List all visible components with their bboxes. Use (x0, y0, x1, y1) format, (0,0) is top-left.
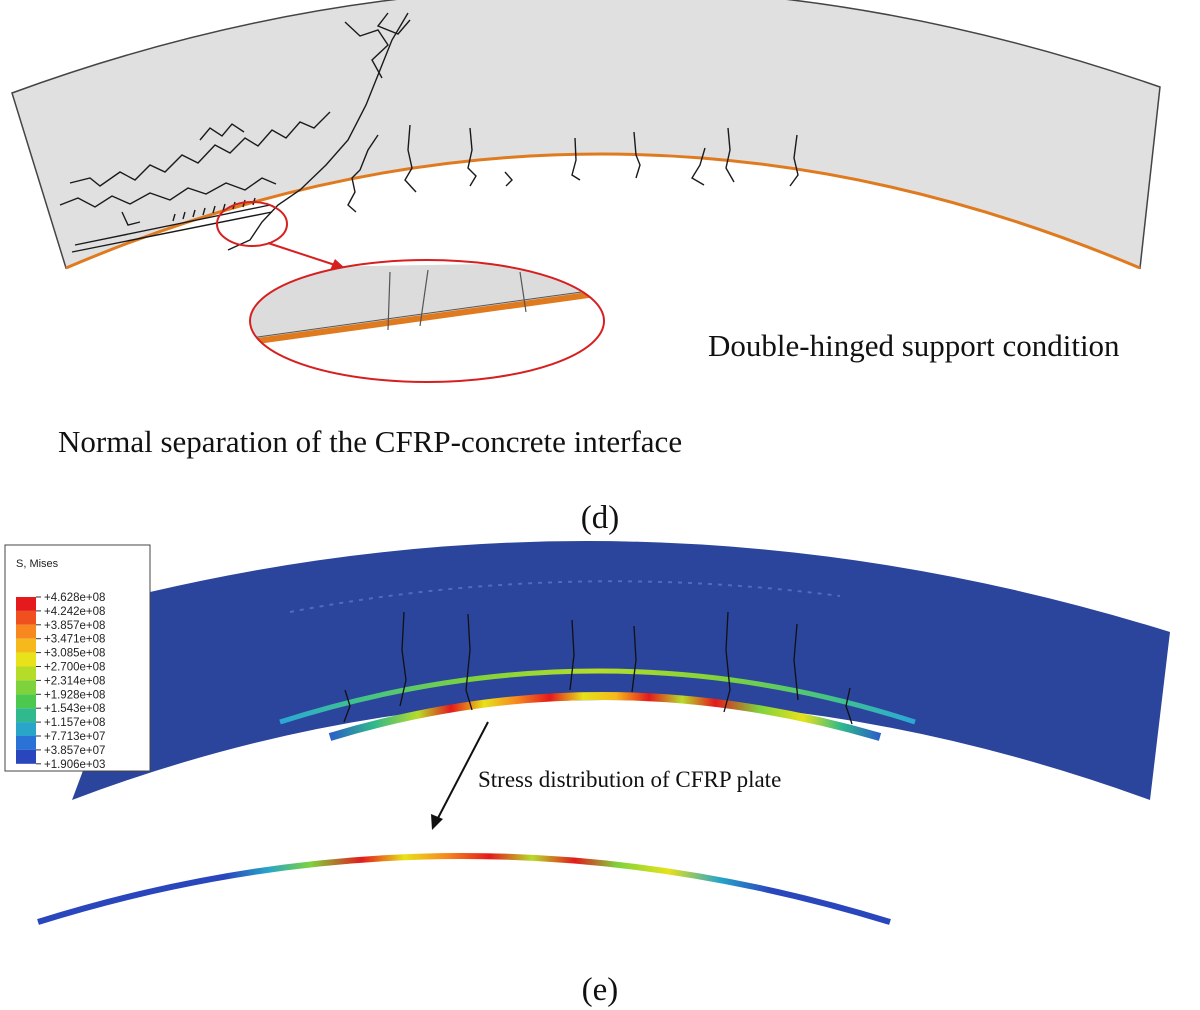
flexural-crack-e-8 (845, 687, 853, 725)
legend-swatch (16, 722, 36, 736)
legend-level-label: +1.157e+08 (44, 717, 105, 729)
legend-level-label: +2.700e+08 (44, 662, 105, 674)
support-condition-label: Double-hinged support condition (708, 328, 1120, 363)
inset-cfrp-plate (250, 289, 604, 345)
zoom-inset (250, 260, 604, 382)
debonding-band-upper (74, 204, 271, 246)
plate-extract-arrow-line (437, 721, 489, 819)
legend-swatch (16, 652, 36, 667)
legend-swatch (16, 610, 36, 625)
debond-highlight-circle (216, 201, 288, 247)
legend-swatch (16, 624, 36, 639)
concrete-beam-d (11, 0, 1161, 270)
stress-legend: S, Mises +4.628e+08+4.242e+08+3.857e+08+… (4, 544, 151, 772)
flexural-crack-4 (571, 137, 581, 181)
legend-level-label: +3.085e+08 (44, 648, 105, 660)
flexural-crack-e-6 (793, 623, 799, 701)
short-crack-near-support (121, 211, 141, 226)
legend-title: S, Mises (16, 558, 59, 570)
flexural-crack-e-3 (569, 619, 575, 691)
legend-labels: +4.628e+08 +4.242e+08 +3.857e+08 +3.471e+08… (36, 592, 105, 771)
flexural-crack-e-7 (343, 689, 351, 723)
legend-level-label: +4.242e+08 (44, 606, 105, 618)
rebar-stress-band (279, 668, 916, 725)
interface-separation-label: Normal separation of the CFRP-concrete i… (58, 424, 682, 459)
flexural-crack-6 (691, 147, 706, 186)
legend-level-label: +3.857e+08 (44, 620, 105, 632)
flexural-crack-9 (504, 171, 513, 187)
zoom-arrow-line (267, 242, 336, 266)
legend-level-label: +4.628e+08 (44, 592, 105, 604)
legend-swatch (16, 680, 36, 695)
zigzag-crack-upper (69, 111, 331, 187)
panel-d-label: (d) (581, 500, 619, 536)
upper-crack-branch (344, 21, 389, 79)
legend-swatch (16, 749, 36, 764)
legend-swatch (16, 638, 36, 653)
zigzag-crack-detail (199, 123, 245, 141)
legend-swatches (16, 597, 36, 764)
flexural-crack-8 (789, 134, 799, 187)
flexural-crack-1 (347, 134, 379, 213)
flexural-crack-e-2 (465, 613, 473, 711)
zoom-inset-border (249, 259, 605, 383)
panel-e: S, Mises +4.628e+08+4.242e+08+3.857e+08+… (4, 541, 1170, 1008)
legend-swatch (16, 694, 36, 709)
legend-swatch (16, 736, 36, 750)
legend-level-label: +7.713e+07 (44, 731, 105, 743)
lower-crack-branch (376, 12, 411, 35)
legend-swatch (16, 708, 36, 723)
legend-level-label: +2.314e+08 (44, 675, 105, 687)
zigzag-crack-lower (59, 177, 277, 208)
flexural-crack-e-4 (631, 625, 637, 693)
legend-level-label: +3.471e+08 (44, 634, 105, 646)
flexural-crack-2 (404, 124, 417, 193)
flexural-crack-e-1 (399, 611, 407, 707)
crack-pattern-e (343, 611, 853, 725)
legend-swatch (16, 597, 36, 611)
legend-swatch (16, 666, 36, 681)
plate-stress-label: Stress distribution of CFRP plate (478, 767, 781, 792)
inset-crack-lines (387, 269, 527, 331)
legend-level-label: +1.906e+03 (44, 759, 105, 771)
cfrp-plate-stress-band (328, 692, 882, 741)
debonding-band-lower (71, 211, 273, 253)
diagonal-shear-crack (227, 12, 409, 251)
panel-e-label: (e) (582, 972, 619, 1008)
extracted-cfrp-plate (37, 853, 891, 925)
inset-concrete (250, 262, 604, 340)
flexural-crack-7 (725, 127, 735, 183)
inset-interface-line (250, 287, 604, 339)
flexural-crack-3 (467, 127, 477, 187)
legend-level-label: +3.857e+07 (44, 745, 105, 757)
legend-level-label: +1.543e+08 (44, 703, 105, 715)
plate-extract-arrow-head (431, 814, 443, 830)
flexural-crack-5 (633, 131, 641, 179)
flexural-crack-e-5 (723, 611, 731, 713)
legend-level-label: +1.928e+08 (44, 689, 105, 701)
panel-d: Double-hinged support condition Normal s… (11, 0, 1161, 536)
